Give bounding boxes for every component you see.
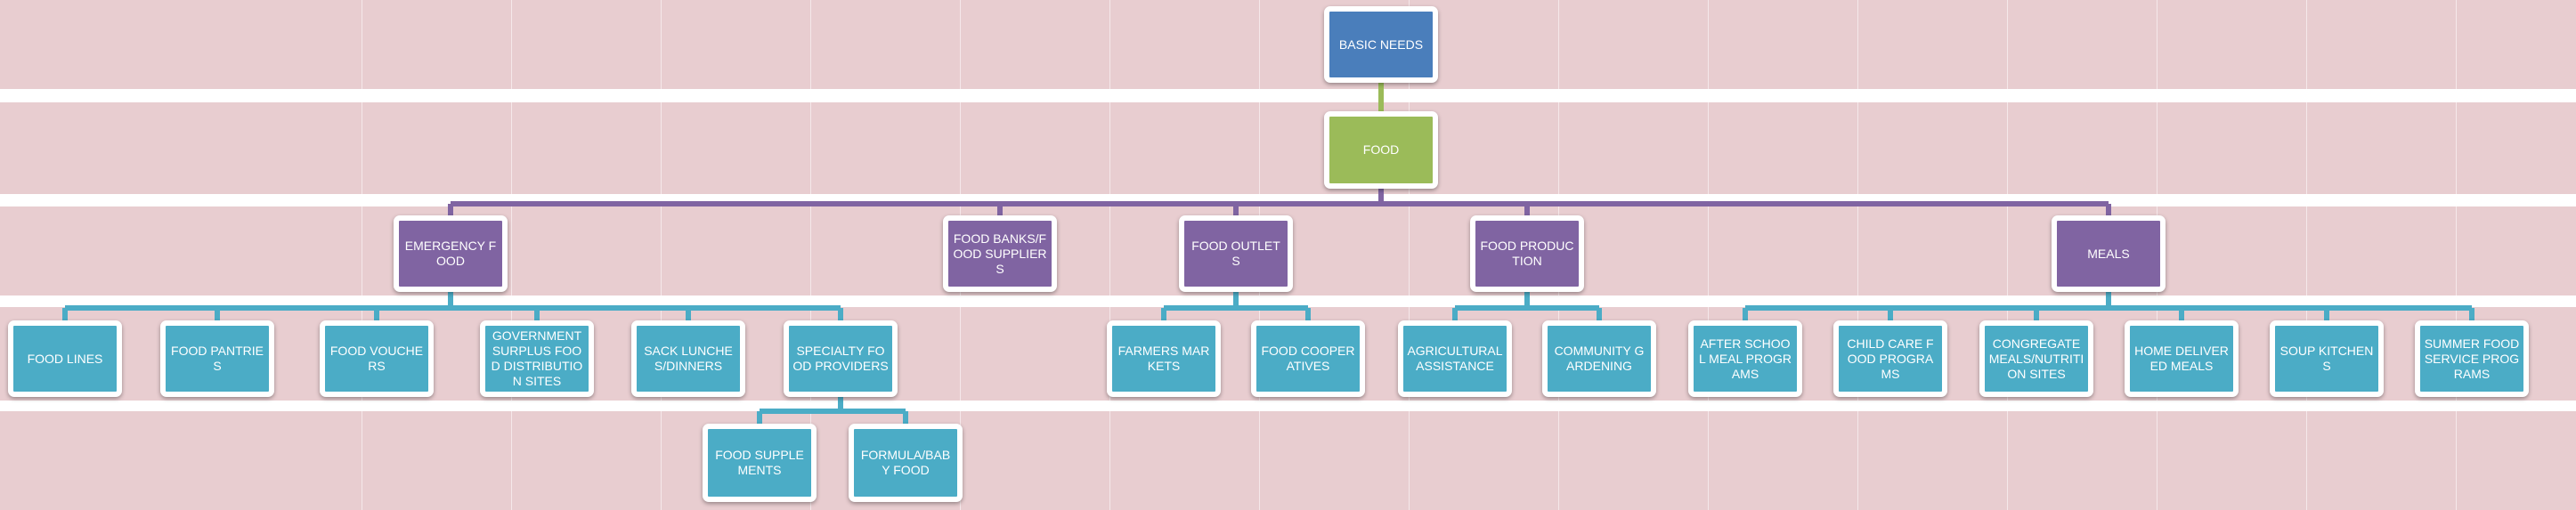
grid-line bbox=[2456, 0, 2457, 510]
node-label: CONGREGATE MEALS/NUTRITION SITES bbox=[1988, 336, 2084, 381]
connector-food-outlets-children bbox=[1161, 290, 1311, 322]
node-home-delivered-meals: HOME DELIVERED MEALS bbox=[2125, 320, 2239, 397]
node-meals: MEALS bbox=[2052, 215, 2166, 292]
node-food-vouchers: FOOD VOUCHERS bbox=[320, 320, 434, 397]
node-label: FOOD BANKS/FOOD SUPPLIERS bbox=[953, 231, 1047, 276]
node-food-pantries: FOOD PANTRIES bbox=[160, 320, 274, 397]
node-after-school-meal-programs: AFTER SCHOOL MEAL PROGRAMS bbox=[1688, 320, 1802, 397]
node-label: FOOD COOPERATIVES bbox=[1261, 344, 1355, 373]
connector-meals-children bbox=[1743, 290, 2474, 322]
node-community-gardening: COMMUNITY GARDENING bbox=[1542, 320, 1656, 397]
node-food-outlets: FOOD OUTLETS bbox=[1179, 215, 1293, 292]
grid-line bbox=[2007, 0, 2008, 510]
node-label: SACK LUNCHES/DINNERS bbox=[644, 344, 733, 373]
node-agricultural-assistance: AGRICULTURAL ASSISTANCE bbox=[1398, 320, 1512, 397]
node-food-cooperatives: FOOD COOPERATIVES bbox=[1251, 320, 1365, 397]
node-label: BASIC NEEDS bbox=[1338, 36, 1424, 52]
node-label: FOOD PANTRIES bbox=[171, 344, 264, 373]
grid-line bbox=[661, 0, 662, 510]
node-label: MEALS bbox=[2087, 246, 2130, 261]
node-label: FARMERS MARKETS bbox=[1117, 344, 1210, 373]
grid-line bbox=[511, 0, 512, 510]
node-specialty-food-providers: SPECIALTY FOOD PROVIDERS bbox=[784, 320, 898, 397]
grid-line bbox=[1409, 0, 1410, 510]
node-label: FOOD bbox=[1362, 142, 1400, 157]
node-sack-lunches-dinners: SACK LUNCHES/DINNERS bbox=[631, 320, 745, 397]
node-food-supplements: FOOD SUPPLEMENTS bbox=[703, 424, 817, 502]
node-food-banks-food-suppliers: FOOD BANKS/FOOD SUPPLIERS bbox=[943, 215, 1057, 292]
connector-emergency-food-children bbox=[62, 290, 843, 322]
node-label: FOOD LINES bbox=[27, 351, 103, 366]
grid-line bbox=[810, 0, 811, 510]
grid-line bbox=[1857, 0, 1858, 510]
node-child-care-food-programs: CHILD CARE FOOD PROGRAMS bbox=[1833, 320, 1947, 397]
grid-line bbox=[1708, 0, 1709, 510]
node-soup-kitchens: SOUP KITCHENS bbox=[2270, 320, 2384, 397]
node-congregate-meals-nutrition-sites: CONGREGATE MEALS/NUTRITION SITES bbox=[1979, 320, 2093, 397]
node-label: FOOD SUPPLEMENTS bbox=[715, 448, 804, 477]
node-label: FOOD OUTLETS bbox=[1191, 239, 1280, 268]
connector-food-production-children bbox=[1452, 290, 1602, 322]
node-label: FOOD VOUCHERS bbox=[329, 344, 424, 373]
row-band-5 bbox=[0, 411, 2576, 510]
node-food-production: FOOD PRODUCTION bbox=[1470, 215, 1584, 292]
node-label: COMMUNITY GARDENING bbox=[1554, 344, 1645, 373]
node-label: SUMMER FOOD SERVICE PROGRAMS bbox=[2424, 336, 2520, 381]
node-label: SOUP KITCHENS bbox=[2279, 344, 2374, 373]
node-food: FOOD bbox=[1324, 111, 1438, 189]
node-label: AFTER SCHOOL MEAL PROGRAMS bbox=[1699, 336, 1792, 381]
node-label: EMERGENCY FOOD bbox=[404, 239, 497, 268]
node-label: AGRICULTURAL ASSISTANCE bbox=[1407, 344, 1503, 373]
row-band-2 bbox=[0, 102, 2576, 194]
node-label: FOOD PRODUCTION bbox=[1480, 239, 1574, 268]
row-band-1 bbox=[0, 0, 2576, 89]
node-label: GOVERNMENT SURPLUS FOOD DISTRIBUTION SIT… bbox=[491, 328, 583, 388]
node-summer-food-service-programs: SUMMER FOOD SERVICE PROGRAMS bbox=[2415, 320, 2529, 397]
node-label: FORMULA/BABY FOOD bbox=[860, 448, 951, 477]
node-farmers-markets: FARMERS MARKETS bbox=[1107, 320, 1221, 397]
connector-specialty-food-children bbox=[757, 395, 908, 425]
node-basic-needs: BASIC NEEDS bbox=[1324, 6, 1438, 83]
node-label: CHILD CARE FOOD PROGRAMS bbox=[1847, 336, 1934, 381]
grid-line bbox=[1109, 0, 1110, 510]
connector-food-categories bbox=[448, 187, 2111, 217]
node-food-lines: FOOD LINES bbox=[8, 320, 122, 397]
node-label: HOME DELIVERED MEALS bbox=[2134, 344, 2229, 373]
node-formula-baby-food: FORMULA/BABY FOOD bbox=[849, 424, 963, 502]
node-emergency-food: EMERGENCY FOOD bbox=[394, 215, 508, 292]
node-government-surplus-food-distribution-sites: GOVERNMENT SURPLUS FOOD DISTRIBUTION SIT… bbox=[480, 320, 594, 397]
node-label: SPECIALTY FOOD PROVIDERS bbox=[792, 344, 889, 373]
grid-line bbox=[2306, 0, 2307, 510]
